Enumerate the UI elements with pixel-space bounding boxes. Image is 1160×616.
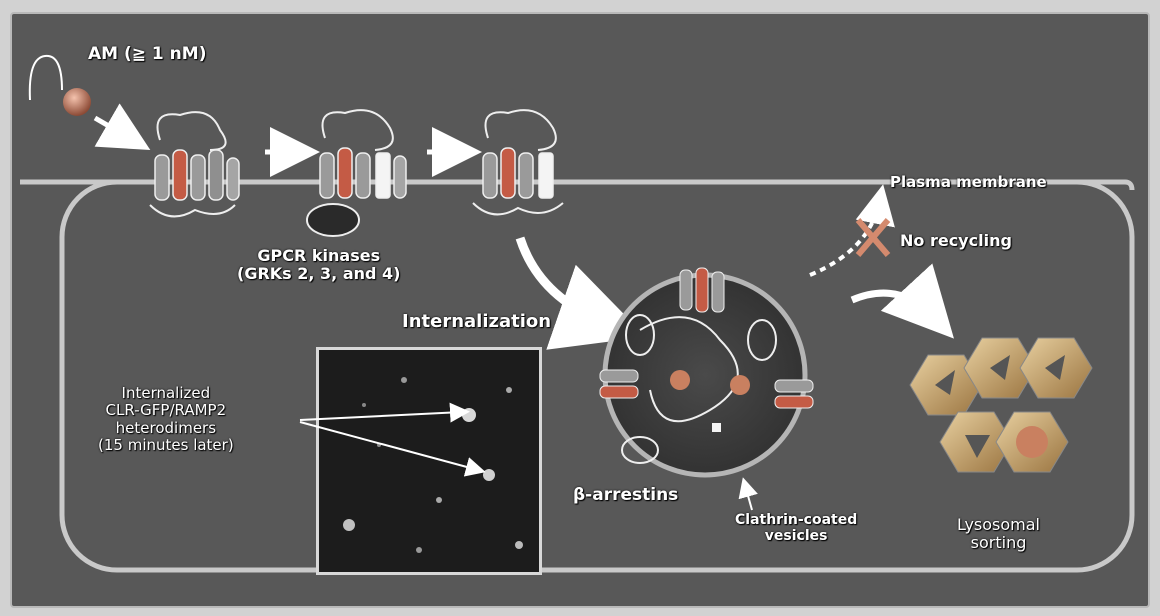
plasma-membrane-label: Plasma membrane bbox=[890, 174, 1047, 191]
receptor-2 bbox=[307, 110, 406, 236]
fluorescence-micrograph bbox=[316, 347, 542, 575]
clathrin-line1: Clathrin-coated bbox=[735, 512, 857, 528]
lysosomal-line2: sorting bbox=[957, 534, 1040, 552]
clathrin-vesicles-label: Clathrin-coated vesicles bbox=[735, 512, 857, 544]
internalization-label: Internalization bbox=[402, 312, 551, 333]
receptor-3 bbox=[473, 110, 563, 214]
heterodimers-line4: (15 minutes later) bbox=[98, 437, 234, 454]
lysosomal-sorting-label: Lysosomal sorting bbox=[957, 516, 1040, 553]
no-recycling-marker bbox=[810, 200, 888, 275]
gpcr-kinases-line1: GPCR kinases bbox=[237, 247, 400, 265]
lysosomes bbox=[910, 338, 1092, 472]
lysosome-arrow bbox=[852, 293, 935, 318]
lysosomal-line1: Lysosomal bbox=[957, 516, 1040, 534]
no-recycling-label: No recycling bbox=[900, 232, 1012, 250]
clathrin-pointer bbox=[745, 485, 752, 510]
beta-arrestins-label: β-arrestins bbox=[573, 486, 678, 506]
micrograph-speckles bbox=[319, 350, 539, 572]
gpcr-kinases-label: GPCR kinases (GRKs 2, 3, and 4) bbox=[237, 247, 400, 284]
heterodimers-line3: heterodimers bbox=[98, 420, 234, 437]
gpcr-kinases-line2: (GRKs 2, 3, and 4) bbox=[237, 265, 400, 283]
heterodimers-line2: CLR-GFP/RAMP2 bbox=[98, 402, 234, 419]
heterodimers-label: Internalized CLR-GFP/RAMP2 heterodimers … bbox=[98, 385, 234, 454]
ligand-label: AM (≧ 1 nM) bbox=[88, 45, 206, 65]
ligand-am bbox=[30, 56, 133, 140]
clathrin-vesicle bbox=[600, 268, 813, 475]
receptor-1 bbox=[150, 112, 239, 216]
clathrin-line2: vesicles bbox=[735, 528, 857, 544]
heterodimers-line1: Internalized bbox=[98, 385, 234, 402]
